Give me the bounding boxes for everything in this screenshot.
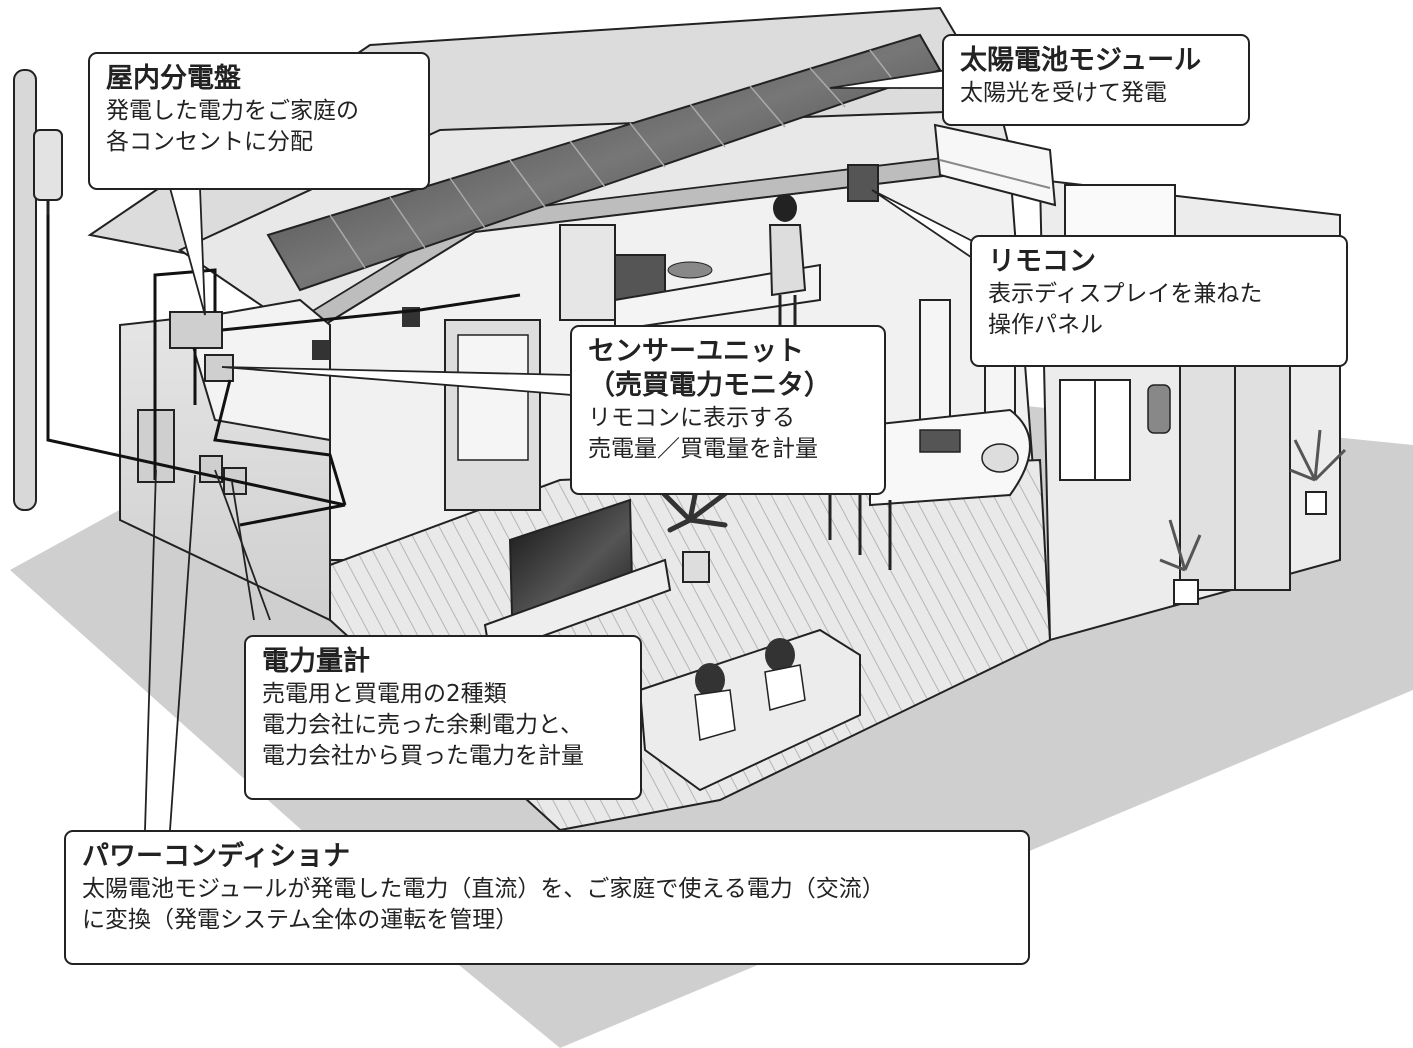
callout-power-meter: 電力量計 売電用と買電用の2種類 電力会社に売った余剰電力と、 電力会社から買っ… bbox=[244, 635, 642, 800]
solar-panels bbox=[266, 33, 942, 292]
power-meter-title: 電力量計 bbox=[262, 646, 370, 677]
wiring bbox=[46, 215, 521, 527]
solar-module-title: 太陽電池モジュール bbox=[960, 45, 1202, 76]
outdoor-plants bbox=[1159, 429, 1347, 605]
leader-lines bbox=[144, 66, 991, 831]
power-conditioner-desc-1: 太陽電池モジュールが発電した電力（直流）を、ご家庭で使える電力（交流） bbox=[82, 876, 885, 902]
callout-solar-module: 太陽電池モジュール 太陽光を受けて発電 bbox=[942, 34, 1250, 126]
sensor-unit-title-1: センサーユニット bbox=[588, 336, 804, 367]
distribution-board-desc-2: 各コンセントに分配 bbox=[106, 129, 313, 155]
sensor-unit-desc-1: リモコンに表示する bbox=[588, 405, 795, 431]
air-conditioner bbox=[933, 123, 1057, 207]
interior-door bbox=[444, 319, 541, 511]
power-meter-desc-1: 売電用と買電用の2種類 bbox=[262, 681, 507, 707]
solar-module-desc: 太陽光を受けて発電 bbox=[960, 80, 1167, 106]
kitchen bbox=[559, 224, 821, 332]
television bbox=[483, 498, 672, 657]
callout-power-conditioner: パワーコンディショナ 太陽電池モジュールが発電した電力（直流）を、ご家庭で使える… bbox=[64, 830, 1030, 965]
distribution-board-desc-1: 発電した電力をご家庭の bbox=[106, 98, 359, 124]
remote-desc-2: 操作パネル bbox=[988, 312, 1103, 338]
callout-sensor-unit: センサーユニット （売買電力モニタ） リモコンに表示する 売電量／買電量を計量 bbox=[570, 325, 886, 495]
power-meter-desc-2: 電力会社に売った余剰電力と、 bbox=[262, 712, 584, 738]
callout-remote: リモコン 表示ディスプレイを兼ねた 操作パネル bbox=[970, 235, 1348, 367]
power-conditioner-desc-2: に変換（発電システム全体の運転を管理） bbox=[82, 907, 519, 933]
sensor-unit-title-2: （売買電力モニタ） bbox=[588, 370, 831, 401]
remote-panel bbox=[847, 164, 879, 202]
remote-title: リモコン bbox=[988, 246, 1096, 277]
woman-figure bbox=[768, 194, 807, 325]
potted-plant bbox=[657, 467, 733, 583]
wall-lamp bbox=[312, 340, 330, 360]
sofa-with-people bbox=[638, 628, 861, 792]
callout-distribution-board: 屋内分電盤 発電した電力をご家庭の 各コンセントに分配 bbox=[88, 52, 430, 190]
power-conditioner-title: パワーコンディショナ bbox=[82, 841, 351, 872]
remote-desc-1: 表示ディスプレイを兼ねた bbox=[988, 281, 1263, 307]
distribution-board-title: 屋内分電盤 bbox=[106, 63, 241, 94]
power-meter-desc-3: 電力会社から買った電力を計量 bbox=[262, 743, 584, 769]
sensor-unit-desc-2: 売電量／買電量を計量 bbox=[588, 436, 818, 462]
utility-pole bbox=[13, 69, 63, 511]
